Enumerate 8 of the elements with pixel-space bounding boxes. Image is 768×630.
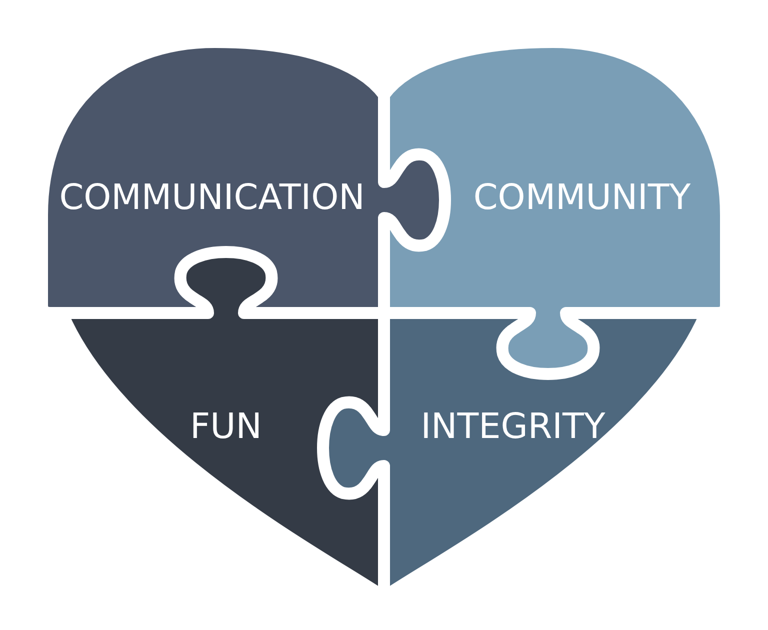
piece-label: COMMUNITY	[473, 178, 691, 218]
piece-label: INTEGRITY	[420, 408, 606, 446]
puzzle-tab	[507, 313, 589, 368]
puzzle-tab	[329, 407, 384, 489]
puzzle-tab	[384, 159, 439, 241]
piece-label: COMMUNICATION	[59, 178, 365, 218]
puzzle-tab	[185, 258, 267, 313]
piece-label: FUN	[190, 408, 262, 446]
